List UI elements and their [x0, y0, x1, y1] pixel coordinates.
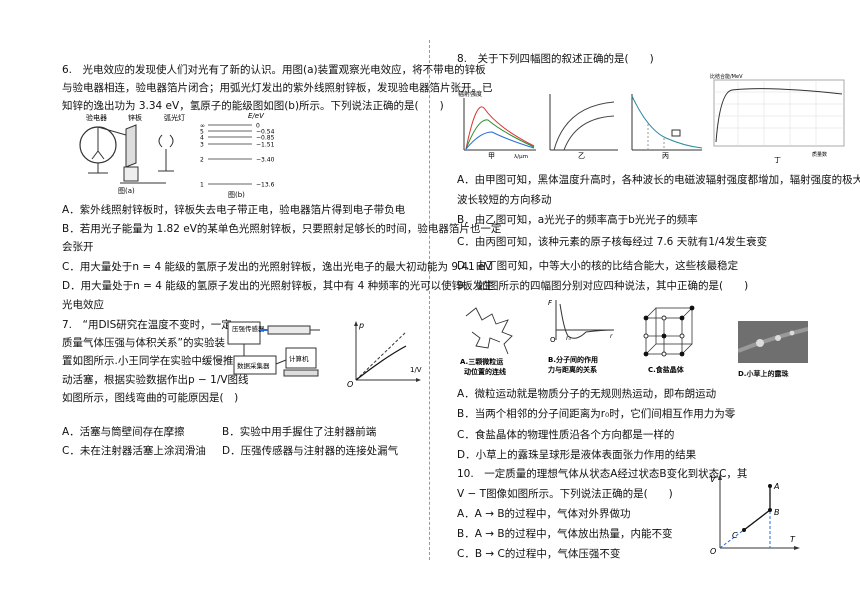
q7-option-a[interactable]: A．活塞与筒壁间存在摩擦	[62, 426, 185, 438]
q9-figure-c: C.食盐晶体	[636, 300, 702, 378]
origin-label: O	[347, 380, 353, 388]
q9-option-b[interactable]: B．当两个相邻的分子间距离为r₀时，它们间相互作用力为零	[457, 408, 736, 420]
F-axis-label: F	[548, 299, 553, 307]
q8-figure-ding: 比结合能/MeV 质量数 丁	[708, 72, 850, 164]
q7-option-c[interactable]: C．未在注射器活塞上涂润滑油	[62, 445, 206, 457]
q9-caption-c: C.食盐晶体	[648, 365, 685, 374]
yi-caption: 乙	[578, 152, 585, 160]
q9-caption-b-2: 力与距离的关系	[548, 365, 597, 374]
q6-stem-line-2: 与验电器相连，验电器箔片闭合；用弧光灯发出的紫外线照射锌板，发现验电器箔片张开。…	[62, 82, 493, 94]
q9-figure-b: F O r₀ r B.分子间的作用 力与距离的关系	[546, 296, 620, 378]
T-axis-label: T	[790, 535, 796, 544]
bing-caption: 丙	[662, 152, 669, 160]
q9-option-a[interactable]: A．微粒运动就是物质分子的无规则热运动，即布朗运动	[457, 388, 717, 400]
figure-b-caption: 图(b)	[228, 191, 245, 199]
energy-level-n: 4	[200, 135, 204, 142]
q9-caption-d: D.小草上的露珠	[738, 370, 789, 378]
dewdrop-photo	[738, 321, 808, 363]
q9-caption-b-1: B.分子间的作用	[548, 355, 598, 364]
rad-label: 辐射强度	[458, 90, 482, 98]
q7-stem-line-4: 动活塞，根据实验数据作出p − 1/V图线	[62, 374, 249, 386]
q9-caption-a-2: 动位置的连线	[464, 367, 506, 376]
point-B-label: B	[774, 508, 780, 517]
q9-option-c[interactable]: C．食盐晶体的物理性质沿各个方向都是一样的	[457, 429, 675, 441]
q6-figure-a: 验电器 锌板 弧光灯 图(a)	[66, 111, 196, 197]
r0-label: r₀	[566, 335, 571, 342]
energy-level-n: 3	[200, 142, 204, 149]
q6-stem-line-3: 知锌的逸出功为 3.34 eV，氢原子的能级图如图(b)所示。下列说法正确的是(…	[62, 100, 444, 112]
q10-option-c[interactable]: C．B → C的过程中，气体压强不变	[457, 548, 621, 560]
q6-option-d[interactable]: D．用大量处于n = 4 能级的氢原子发出的光照射锌板，其中有 4 种频率的光可…	[62, 280, 494, 292]
q7-option-d[interactable]: D．压强传感器与注射器的连接处漏气	[222, 445, 399, 457]
q10-option-b[interactable]: B．A → B的过程中，气体放出热量，内能不变	[457, 528, 673, 540]
binding-label: 比结合能/MeV	[710, 73, 743, 80]
q9-figure-d: D.小草上的露珠	[738, 321, 808, 378]
q10-stem-line-2: V − T图像如图所示。下列说法正确的是( )	[457, 488, 673, 500]
q7-stem-line-1: 7. “用DIS研究在温度不变时，一定	[62, 319, 232, 331]
origin-label-q10: O	[710, 547, 716, 556]
sensor-label: 压强传感器	[232, 324, 265, 333]
q8-option-a[interactable]: A．由甲图可知，黑体温度升高时，各种波长的电磁波辐射强度都增加，辐射强度的极大值…	[457, 174, 860, 186]
q6-option-a[interactable]: A．紫外线照射锌板时，锌板失去电子带正电，验电器箔片得到电子带负电	[62, 204, 406, 216]
computer-label: 计算机	[289, 354, 309, 363]
energy-level-n: ∞	[200, 123, 205, 130]
q10-option-a[interactable]: A．A → B的过程中，气体对外界做功	[457, 508, 631, 520]
q9-caption-a-1: A.三颗微粒运	[460, 357, 504, 366]
energy-level-value: −0.85	[256, 135, 275, 142]
energy-unit-label: E/eV	[248, 112, 265, 120]
V-axis-label: V	[710, 475, 716, 484]
point-C-label: C	[732, 531, 738, 540]
zinc-label: 锌板	[128, 113, 142, 122]
energy-level-value: −3.40	[256, 157, 275, 164]
q7-apparatus-figure: 压强传感器 数据采集器 计算机	[224, 318, 324, 388]
origin-o-label: O	[550, 336, 556, 344]
collector-label: 数据采集器	[237, 361, 270, 370]
q8-figure-yi: 乙	[544, 88, 620, 160]
q9-figure-a: A.三颗微粒运 动位置的连线	[458, 298, 528, 378]
q8-option-a-cont: 波长较短的方向移动	[457, 194, 552, 206]
q7-pV-graph: p O 1/V	[344, 318, 424, 388]
q7-stem-line-3: 置如图所示.小王同学在实验中缓慢推	[62, 355, 234, 367]
energy-level-n: 5	[200, 129, 204, 136]
q8-figure-bing: 丙	[626, 88, 704, 160]
q9-stem: 9. 如图所示的四幅图分别对应四种说法，其中正确的是( )	[457, 280, 749, 292]
q6-option-c[interactable]: C．用大量处于n = 4 能级的氢原子发出的光照射锌板，逸出光电子的最大初动能为…	[62, 261, 492, 273]
q8-figure-jia: 辐射强度 λ/μm 甲	[458, 88, 538, 160]
q8-option-b[interactable]: B．由乙图可知，a光光子的频率高于b光光子的频率	[457, 214, 698, 226]
energy-level-n: 2	[200, 157, 204, 164]
nucleon-label: 质量数	[812, 151, 827, 158]
q7-stem-line-5: 如图所示，图线弯曲的可能原因是( )	[62, 392, 239, 404]
q7-option-b[interactable]: B．实验中用手握住了注射器前端	[222, 426, 377, 438]
lamp-label: 弧光灯	[164, 113, 185, 122]
energy-level-value: −13.6	[256, 182, 275, 189]
p-axis-label: p	[358, 321, 364, 330]
q6-stem-line-1: 6. 光电效应的发现使人们对光有了新的认识。用图(a)装置观察光电效应，将不带电…	[62, 64, 486, 76]
q10-VT-graph: V T O A B C	[706, 472, 802, 556]
q8-option-c[interactable]: C．由丙图可知，该种元素的原子核每经过 7.6 天就有1/4发生衰变	[457, 236, 768, 248]
lambda-label: λ/μm	[514, 154, 528, 160]
q10-stem-line-1: 10. 一定质量的理想气体从状态A经过状态B变化到状态C，其	[457, 468, 748, 480]
q6-figure-b: E/eV ∞ 0 5 −0.54 4 −0.85 3 −1.51 2 −3.40 1 −13.6 图(…	[196, 109, 282, 199]
energy-level-value: −1.51	[256, 142, 275, 149]
q8-option-d[interactable]: D．由丁图可知，中等大小的核的比结合能大，这些核最稳定	[457, 260, 739, 272]
q8-stem: 8. 关于下列四幅图的叙述正确的是( )	[457, 53, 654, 65]
jia-caption: 甲	[488, 152, 495, 160]
energy-level-value: 0	[256, 123, 260, 130]
column-divider	[429, 40, 430, 560]
point-A-label: A	[773, 482, 779, 491]
energy-level-n: 1	[200, 182, 204, 189]
energy-level-value: −0.54	[256, 129, 275, 136]
ding-caption: 丁	[774, 156, 781, 164]
q6-option-b-cont: 会张开	[62, 241, 94, 253]
q9-option-d[interactable]: D．小草上的露珠呈球形是液体表面张力作用的结果	[457, 449, 697, 461]
q7-stem-line-2: 质量气体压强与体积关系”的实验装	[62, 337, 225, 349]
q6-option-b[interactable]: B．若用光子能量为 1.82 eV的某单色光照射锌板，只要照射足够长的时间，验电…	[62, 223, 502, 235]
r-axis-label: r	[610, 333, 613, 340]
electroscope-label: 验电器	[86, 113, 107, 122]
figure-a-caption: 图(a)	[118, 187, 135, 195]
q6-option-d-cont: 光电效应	[62, 299, 104, 311]
invV-axis-label: 1/V	[410, 366, 422, 374]
